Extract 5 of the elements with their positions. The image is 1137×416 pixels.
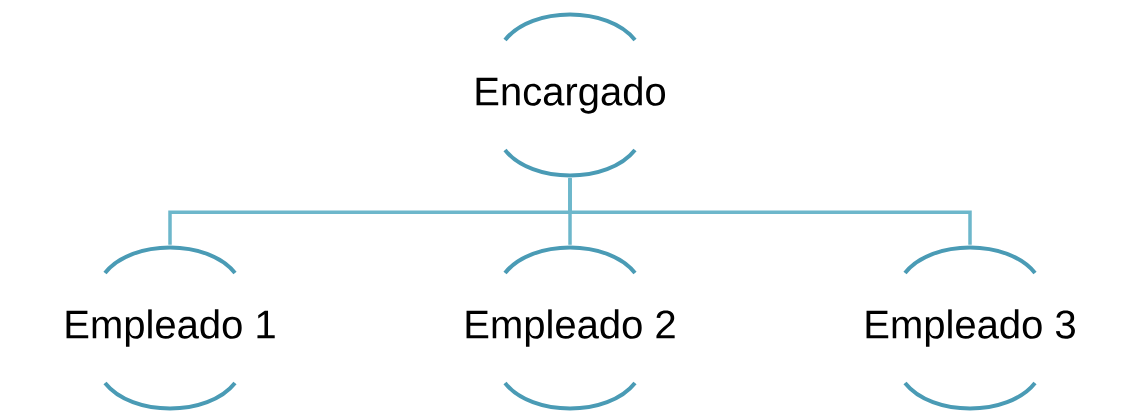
org-node: Empleado 1 bbox=[66, 245, 275, 411]
org-node: Empleado 2 bbox=[466, 245, 675, 411]
org-node: Encargado bbox=[476, 12, 666, 178]
org-node: Empleado 3 bbox=[866, 245, 1075, 411]
connector bbox=[568, 178, 972, 245]
